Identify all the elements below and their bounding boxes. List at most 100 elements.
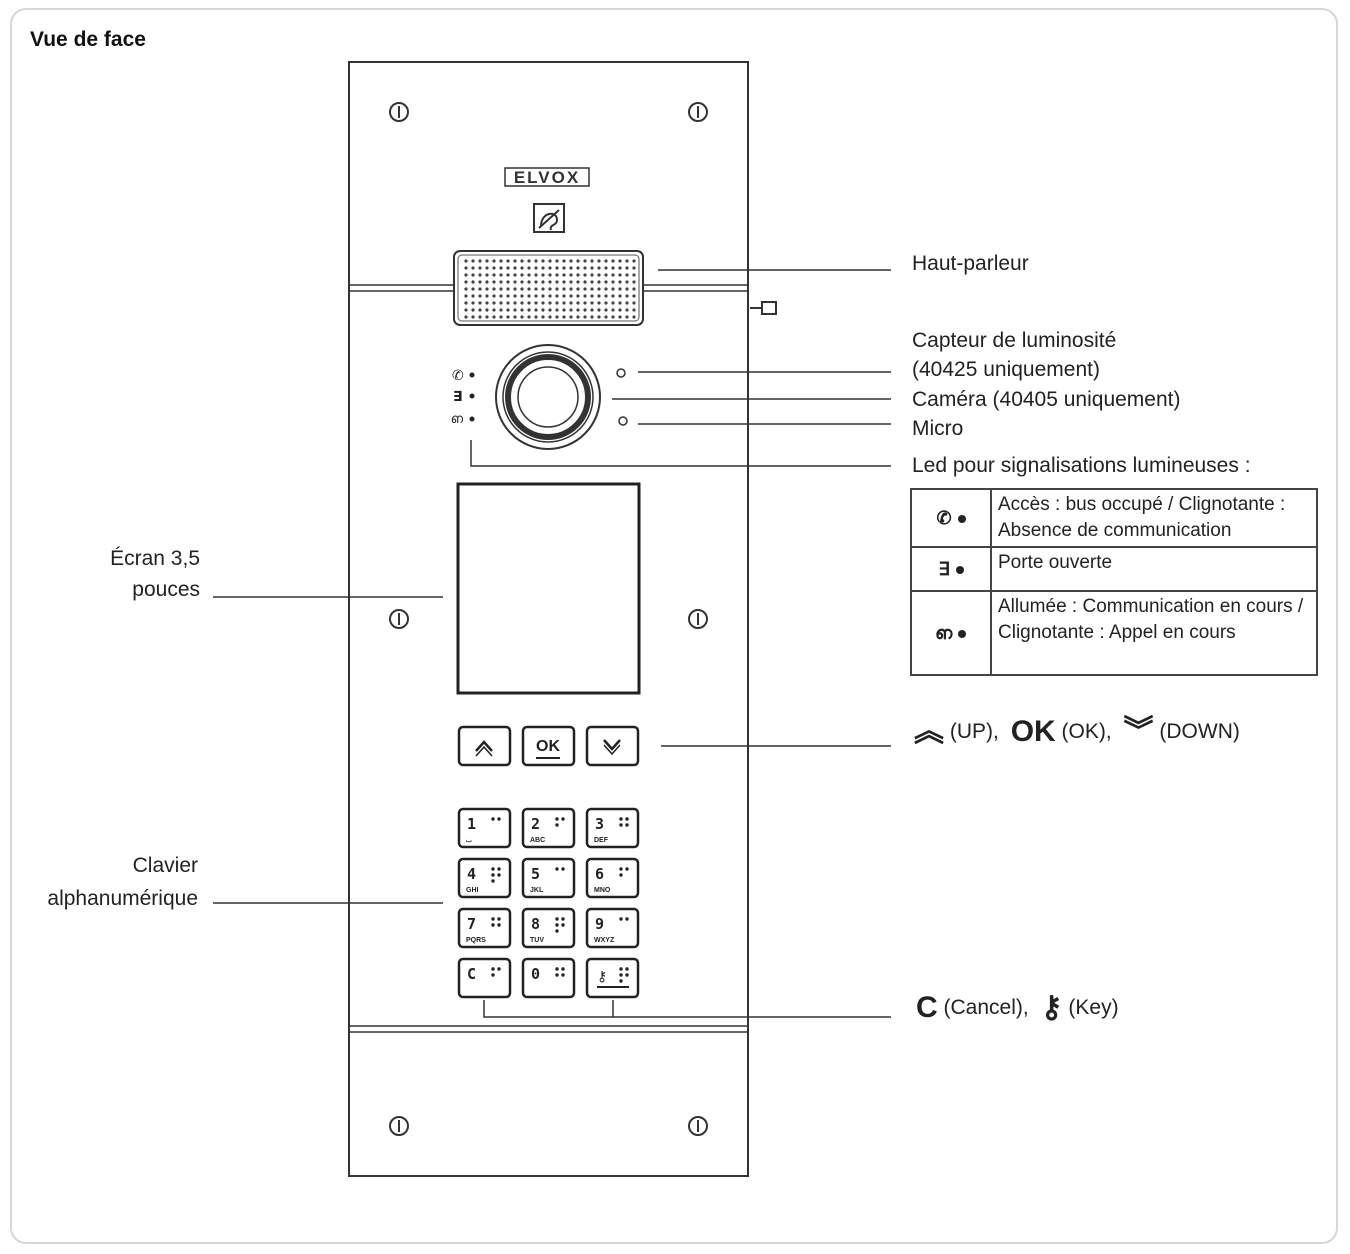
braille-dot bbox=[497, 967, 501, 971]
label-clavier-line2: alphanumérique bbox=[47, 887, 198, 910]
braille-dot bbox=[619, 873, 623, 877]
braille-dot bbox=[491, 973, 495, 977]
legend-text: Porte ouverte bbox=[990, 546, 1318, 592]
braille-dot bbox=[561, 923, 565, 927]
microphone bbox=[618, 416, 628, 426]
braille-dot bbox=[491, 917, 495, 921]
phone-icon: ✆ bbox=[452, 368, 464, 384]
legend-text: Allumée : Communication en cours / Clign… bbox=[990, 590, 1318, 676]
key-digit: C bbox=[467, 965, 476, 983]
braille-dot bbox=[555, 929, 559, 933]
key-letters: ⌴ bbox=[466, 837, 472, 844]
ok-button[interactable]: OK bbox=[521, 725, 576, 767]
figure-title: Vue de face bbox=[30, 28, 146, 51]
keypad-key[interactable]: C bbox=[457, 957, 512, 999]
braille-dot bbox=[619, 979, 623, 983]
key-letters: GHI bbox=[466, 887, 479, 894]
up-button[interactable] bbox=[457, 725, 512, 767]
braille-dot bbox=[491, 967, 495, 971]
chevron-up-icon bbox=[475, 740, 493, 752]
key-digit: 6 bbox=[595, 865, 604, 883]
braille-dot bbox=[561, 867, 565, 871]
chevron-up-icon: ︽ bbox=[914, 715, 944, 749]
keypad-key[interactable]: 1⌴ bbox=[457, 807, 512, 849]
key-digit: 9 bbox=[595, 915, 604, 933]
braille-dot bbox=[497, 873, 501, 877]
braille-dot bbox=[625, 973, 629, 977]
braille-dot bbox=[625, 867, 629, 871]
hearing-loop-icon bbox=[533, 203, 565, 233]
legend-text: Accès : bus occupé / Clignotante : Absen… bbox=[990, 488, 1318, 548]
key-letters: TUV bbox=[530, 937, 544, 944]
svg-text:ELVOX: ELVOX bbox=[514, 168, 580, 187]
braille-dot bbox=[555, 817, 559, 821]
braille-dot bbox=[561, 967, 565, 971]
label-micro: Micro bbox=[912, 417, 964, 440]
ok-icon: OK bbox=[1010, 715, 1056, 749]
light-sensor bbox=[616, 368, 626, 378]
braille-dot bbox=[561, 817, 565, 821]
braille-dot bbox=[619, 917, 623, 921]
braille-dot bbox=[497, 867, 501, 871]
chevron-down-icon: ︾ bbox=[1123, 715, 1154, 749]
braille-dot bbox=[555, 917, 559, 921]
key-digit: 0 bbox=[531, 965, 540, 983]
label-ecran-line2: pouces bbox=[132, 578, 200, 601]
braille-dot bbox=[619, 973, 623, 977]
key-letters: MNO bbox=[594, 887, 611, 894]
brand-logo: ELVOX bbox=[504, 167, 590, 187]
key-letters: ABC bbox=[530, 837, 545, 844]
down-button[interactable] bbox=[585, 725, 640, 767]
braille-dot bbox=[561, 973, 565, 977]
braille-dot bbox=[555, 823, 559, 827]
label-clavier-line1: Clavier bbox=[132, 854, 198, 877]
door-icon: ∃ bbox=[453, 389, 463, 405]
label-haut-parleur: Haut-parleur bbox=[912, 252, 1029, 275]
key-letters: DEF bbox=[594, 837, 609, 844]
braille-dot bbox=[555, 973, 559, 977]
cancel-key-label: C (Cancel), ⚷ (Key) bbox=[916, 988, 1119, 1028]
led-indicators: ✆ ∃ ഩ bbox=[451, 368, 475, 427]
screw-icon bbox=[688, 1116, 708, 1136]
braille-dot bbox=[555, 867, 559, 871]
speech-icon: ഩ bbox=[451, 412, 464, 427]
display-screen bbox=[456, 482, 641, 695]
braille-dot bbox=[491, 873, 495, 877]
camera-lens bbox=[495, 344, 601, 450]
keypad-key[interactable]: ⚷ bbox=[585, 957, 640, 999]
braille-dot bbox=[491, 879, 495, 883]
braille-dot bbox=[491, 817, 495, 821]
keypad-key[interactable]: 0 bbox=[521, 957, 576, 999]
key-digit: 2 bbox=[531, 815, 540, 833]
braille-dot bbox=[491, 923, 495, 927]
screw-icon bbox=[688, 102, 708, 122]
braille-dot bbox=[497, 917, 501, 921]
braille-dot bbox=[625, 817, 629, 821]
screw-icon bbox=[389, 1116, 409, 1136]
braille-dot bbox=[497, 923, 501, 927]
legend-row: ഩ Allumée : Communication en cours / Cli… bbox=[910, 590, 1318, 676]
braille-dot bbox=[625, 967, 629, 971]
braille-dot bbox=[625, 917, 629, 921]
key-digit: 4 bbox=[467, 865, 476, 883]
label-camera: Caméra (40405 uniquement) bbox=[912, 388, 1181, 411]
braille-dot bbox=[619, 817, 623, 821]
phone-icon: ✆ bbox=[936, 508, 952, 528]
label-ecran-line1: Écran 3,5 bbox=[110, 547, 200, 570]
label-capteur-line2: (40425 uniquement) bbox=[912, 358, 1100, 381]
braille-dot bbox=[555, 967, 559, 971]
key-digit: 8 bbox=[531, 915, 540, 933]
leader-lines bbox=[213, 269, 891, 1018]
chevron-down-icon bbox=[603, 739, 621, 751]
